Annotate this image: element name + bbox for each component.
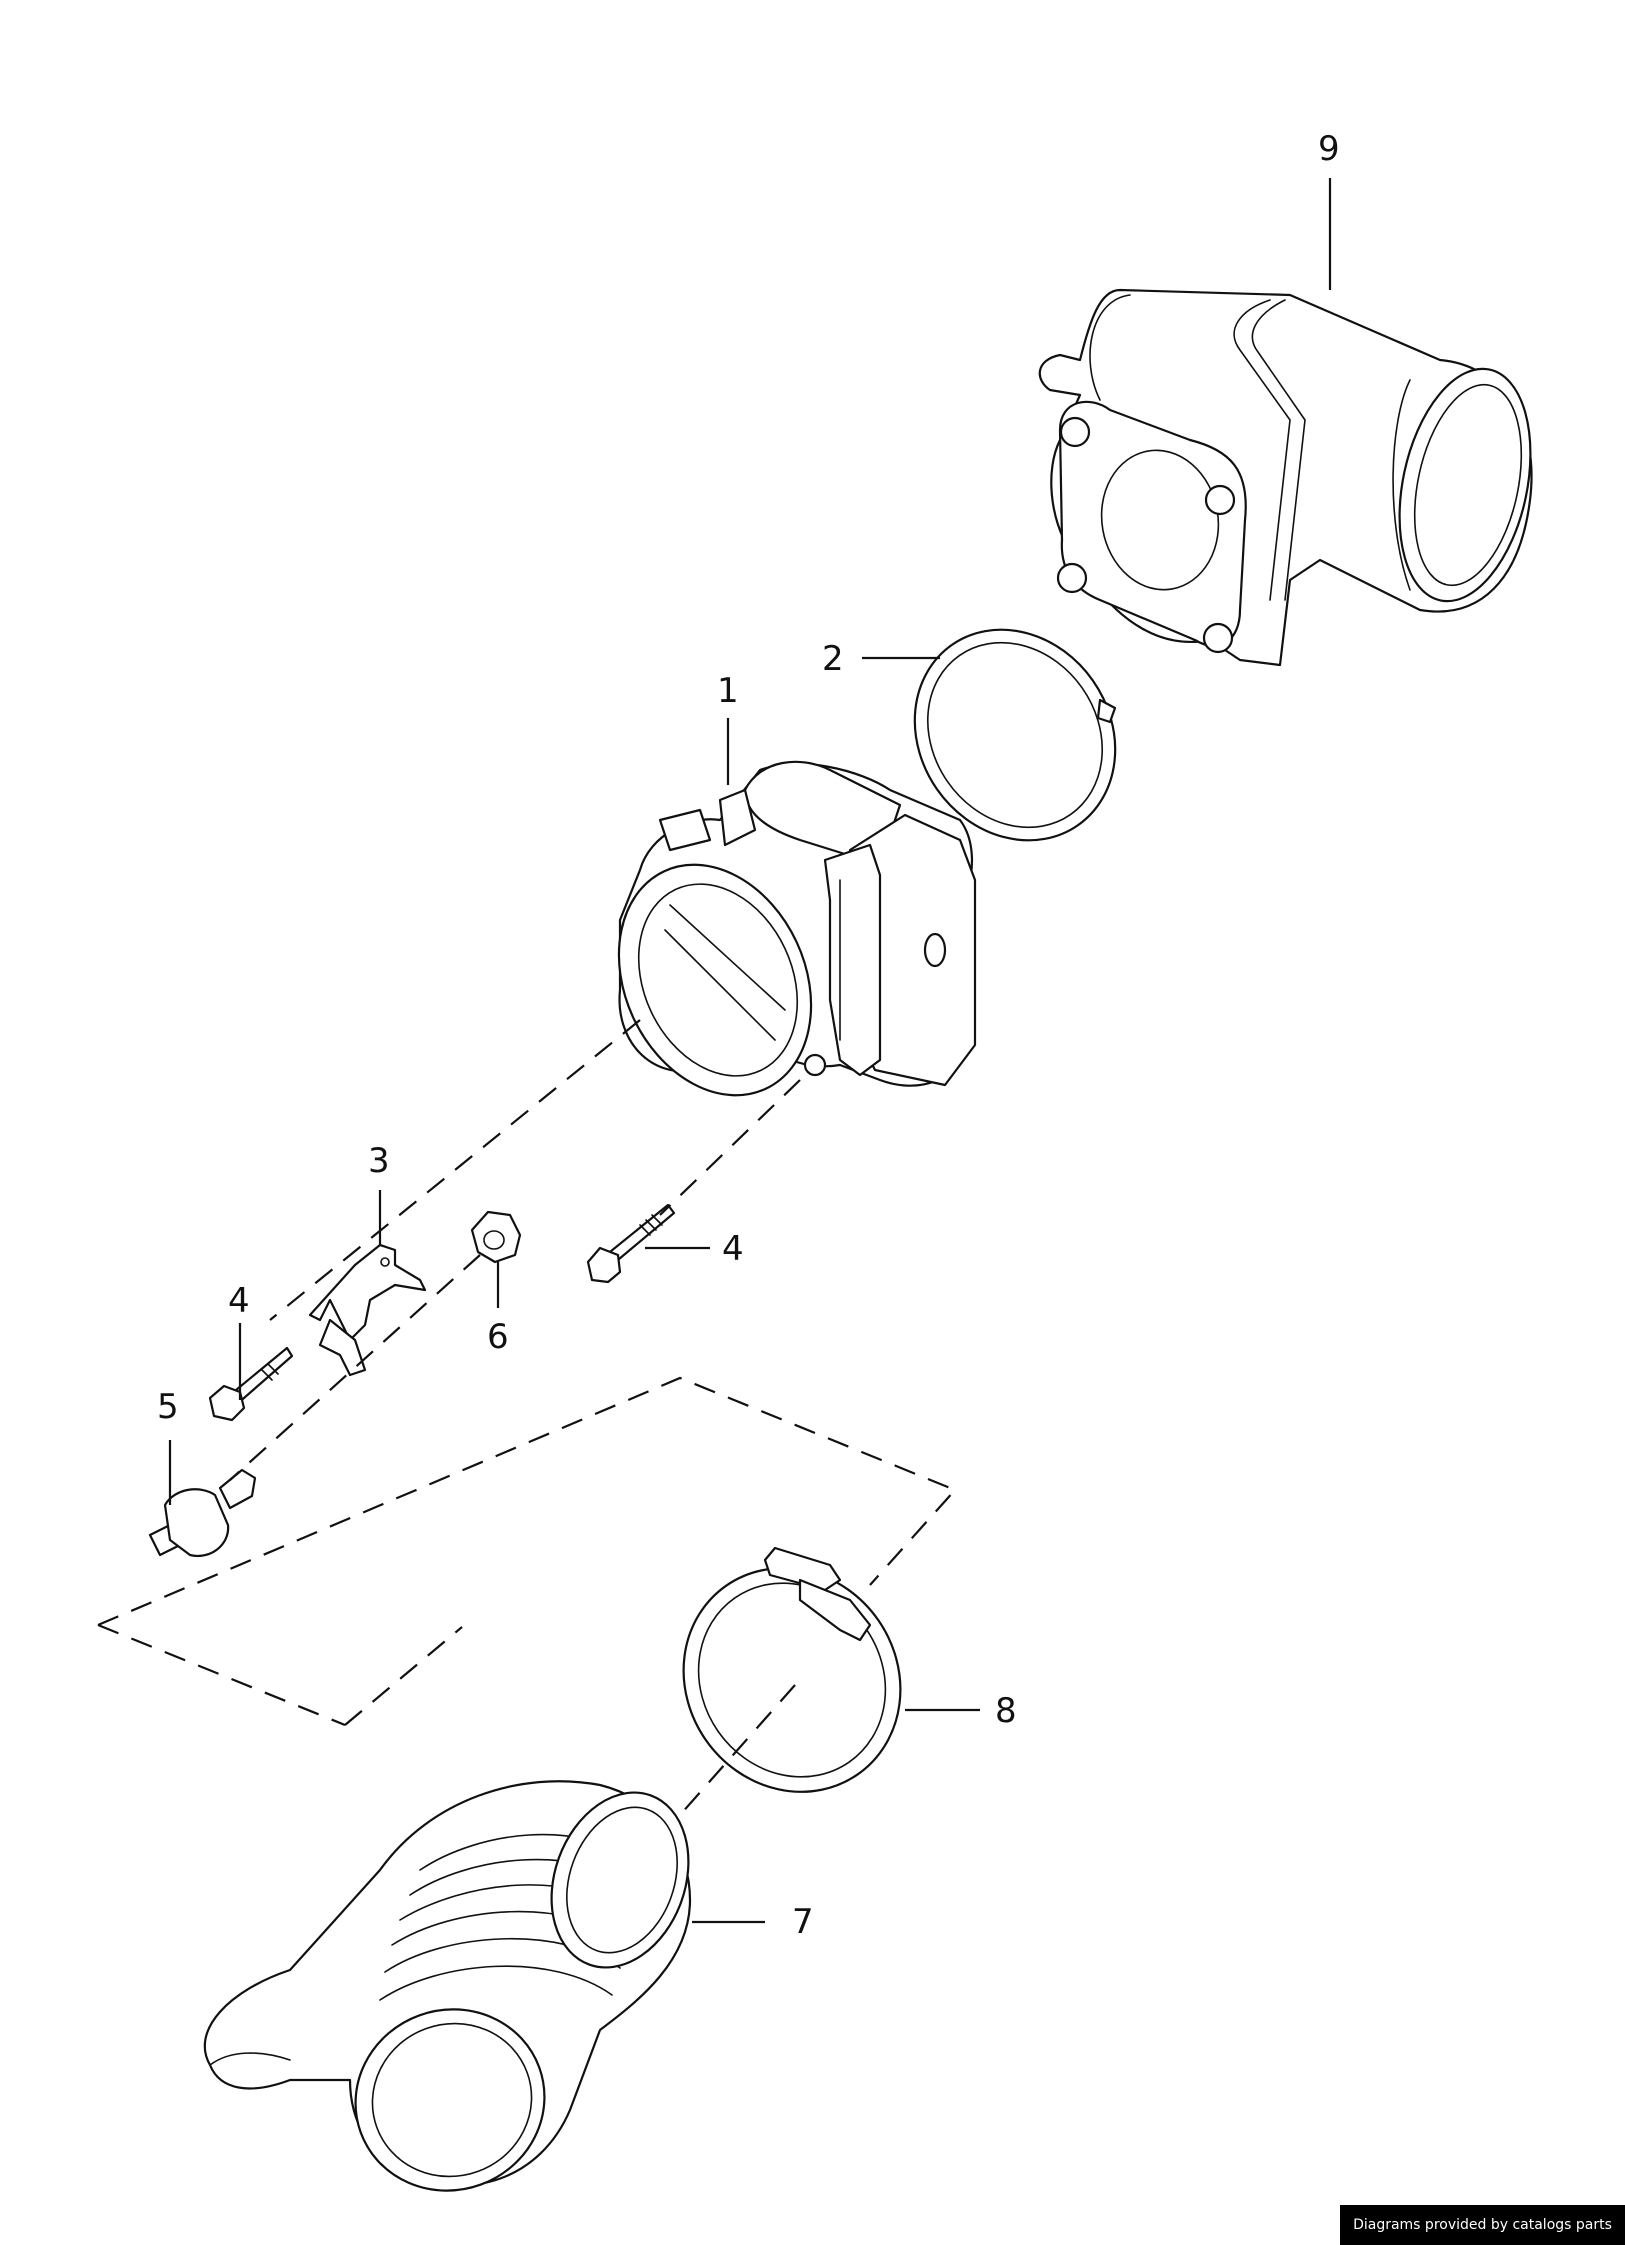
part-4-bolt-left <box>208 1346 294 1422</box>
part-6-nut <box>470 1210 522 1264</box>
callout-5: 5 <box>157 1387 179 1427</box>
callout-2: 2 <box>822 639 844 679</box>
assembly-guide-lines <box>97 1019 957 1816</box>
callout-3: 3 <box>368 1141 390 1181</box>
part-7-intake-hose <box>203 1780 692 2192</box>
callouts: 9 2 1 3 4 4 6 5 8 7 <box>157 129 1340 1942</box>
part-1-throttle-body <box>617 760 977 1097</box>
part-9-intake-housing <box>1038 288 1533 667</box>
footer-credit: Diagrams provided by catalogs parts <box>1340 2205 1625 2245</box>
callout-7: 7 <box>792 1902 814 1942</box>
callout-6: 6 <box>487 1317 509 1357</box>
callout-4-left: 4 <box>228 1281 250 1321</box>
part-5-stud <box>148 1468 257 1558</box>
callout-8: 8 <box>995 1691 1017 1731</box>
part-2-gasket <box>913 628 1117 842</box>
part-3-bracket <box>308 1243 427 1377</box>
part-4-bolt-right <box>586 1203 676 1284</box>
callout-9: 9 <box>1318 129 1340 169</box>
callout-1: 1 <box>717 671 739 711</box>
callout-4-right: 4 <box>722 1229 744 1269</box>
part-8-hose-clamp <box>682 1546 902 1793</box>
leader-lines <box>168 178 1332 1924</box>
